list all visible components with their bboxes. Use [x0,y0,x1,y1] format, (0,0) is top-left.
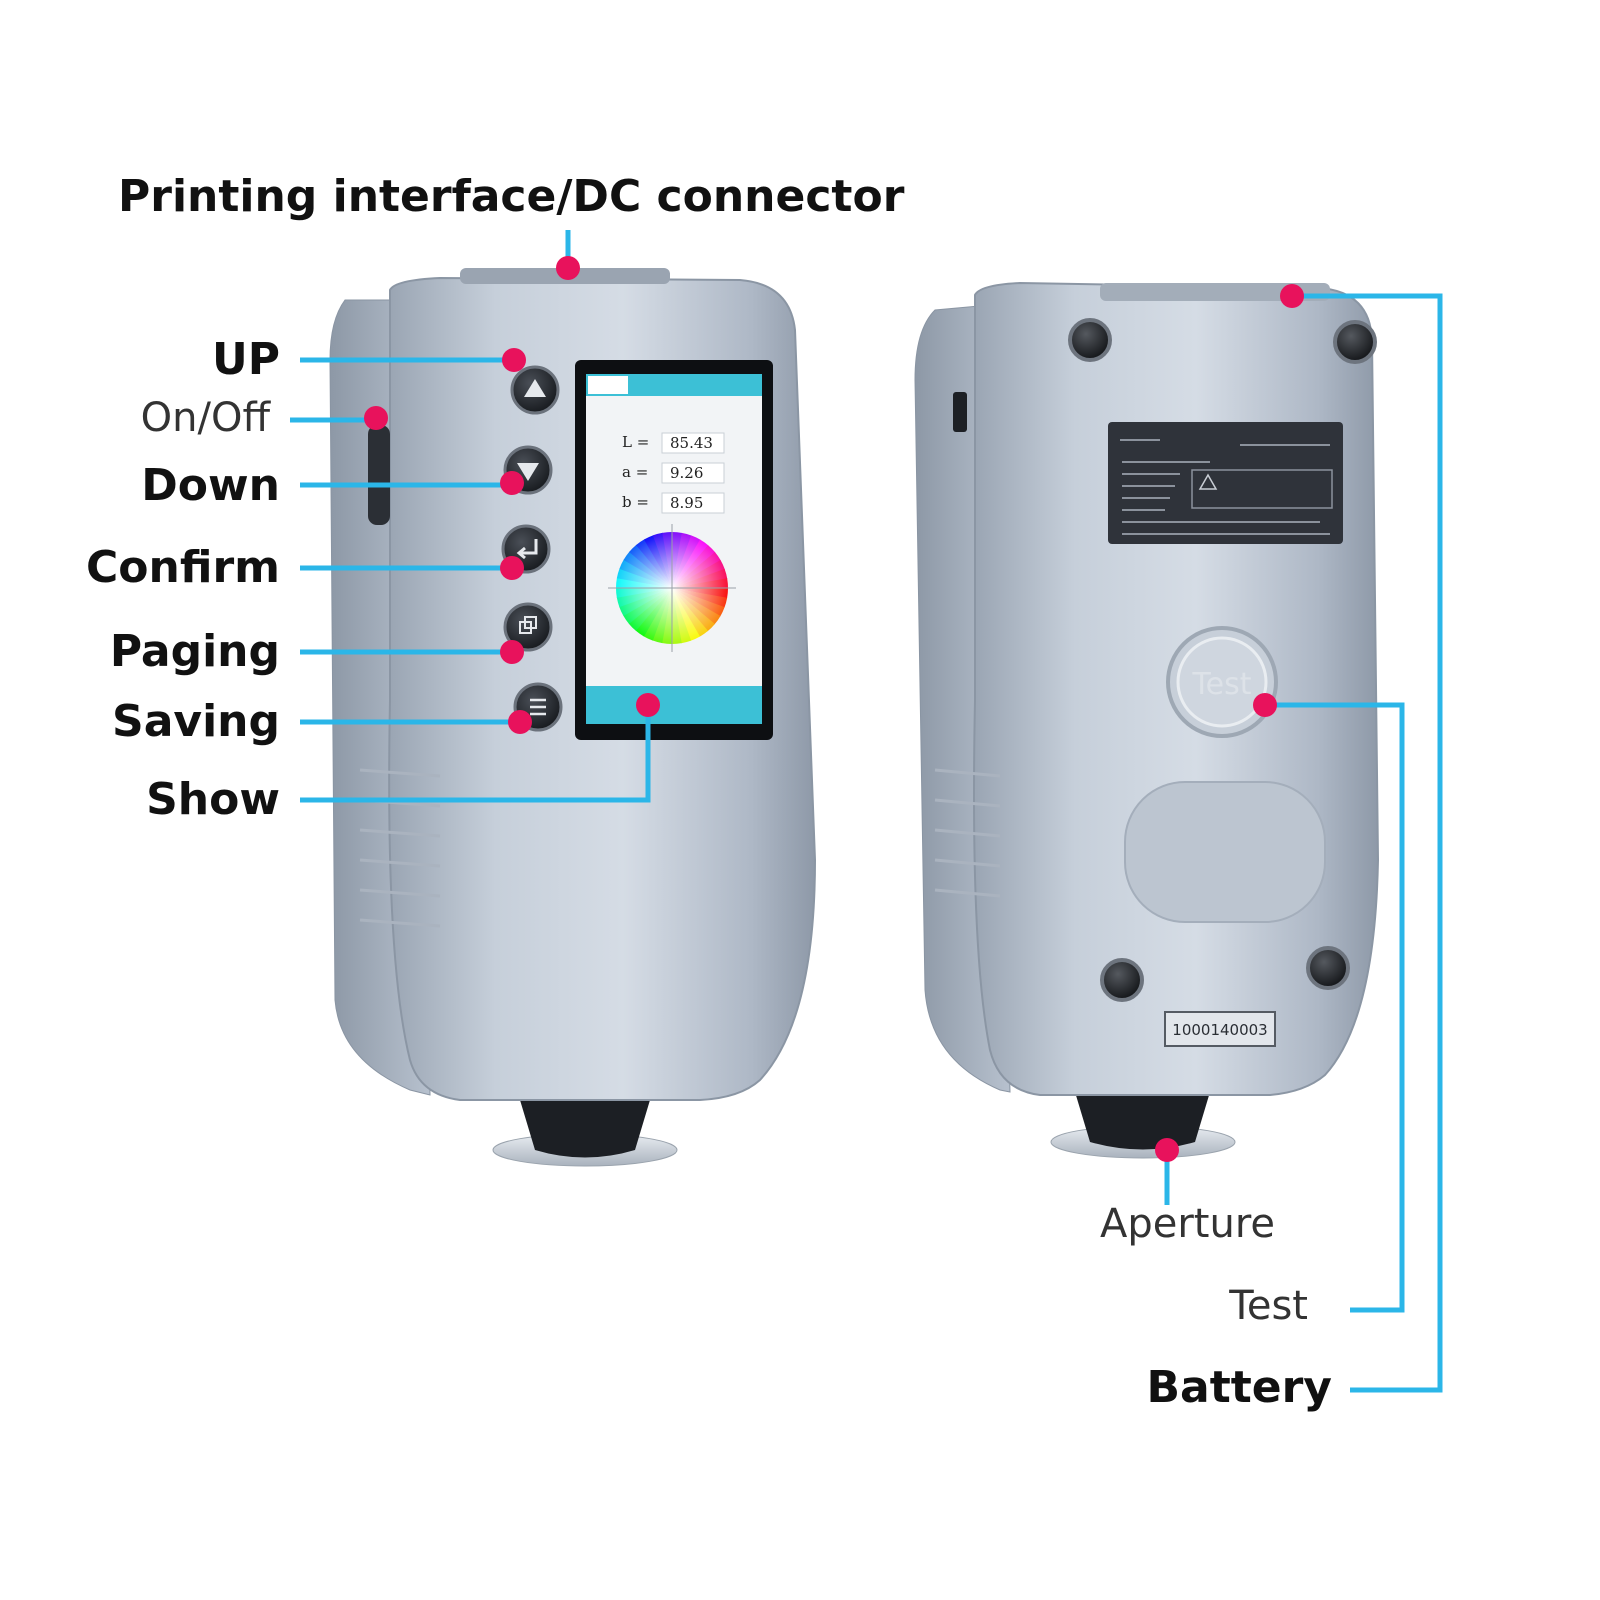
on-off-switch[interactable] [368,425,390,525]
label-up: UP [212,334,280,385]
battery-cover-top [1100,283,1330,301]
leader-lines [290,230,1443,1393]
screen-row-key: b = [622,493,649,511]
pages-icon [519,616,537,634]
front-device: L = 85.43 a = 9.26 b = 8.95 [329,268,817,1167]
leader-show [300,705,651,803]
marker-dot-printing [556,256,580,280]
marker-dot-onoff [364,406,388,430]
screen-row-value: 9.26 [670,464,703,482]
screw-icon [1100,958,1144,1002]
paging-button[interactable] [503,602,553,652]
screen-tab-bar [586,374,762,396]
test-button-text: Test [1191,667,1251,702]
screen-row-l: L = 85.43 [622,432,725,454]
rating-label-plate [1108,422,1343,544]
marker-dot-confirm [500,556,524,580]
triangle-up-icon [524,379,546,397]
marker-dot-down [500,471,524,495]
menu-lines-icon [530,698,546,716]
screen-row-value: 8.95 [670,494,703,512]
leader-battery [1292,293,1443,1393]
marker-dot-test [1253,693,1277,717]
screen-row-a: a = 9.26 [622,462,725,484]
label-test: Test [1229,1283,1308,1329]
screen-row-key: a = [622,463,648,481]
marker-dot-up [502,348,526,372]
marker-dot-battery [1280,284,1304,308]
marker-dot-saving [508,710,532,734]
marker-dot-aperture [1155,1138,1179,1162]
back-side-port [953,392,967,432]
color-wheel-axes [608,524,736,652]
screw-icon [1333,320,1377,364]
screen-status-bar [586,686,762,724]
screw-icon [1306,946,1350,990]
screen-row-key: L = [622,433,649,451]
label-down: Down [141,460,280,511]
front-foot-cone [520,1100,650,1158]
screen-row-b: b = 8.95 [622,492,725,514]
back-device: Test 1000140003 [914,281,1380,1159]
label-saving: Saving [112,696,280,747]
leader-test [1265,702,1405,1313]
back-grip-grooves [934,768,1001,898]
label-show: Show [146,774,280,825]
screen-tab-active [588,376,628,394]
marker-dots [364,256,1304,1162]
serial-number: 1000140003 [1172,1021,1267,1039]
enter-arrow-icon [516,539,538,560]
label-on-off: On/Off [140,395,270,441]
color-wheel [608,524,736,652]
front-grip-grooves [359,768,441,928]
label-printing-interface: Printing interface/DC connector [118,171,905,222]
label-paging: Paging [109,626,280,677]
screw-icon [1068,318,1112,362]
warning-triangle-icon [1198,473,1218,490]
label-confirm: Confirm [85,542,280,593]
up-button[interactable] [510,365,560,415]
triangle-down-icon [517,463,539,481]
marker-dot-paging [500,640,524,664]
label-aperture: Aperture [1100,1201,1276,1247]
label-battery: Battery [1146,1362,1332,1413]
test-button[interactable]: Test [1166,626,1278,738]
back-foot-cone [1075,1092,1210,1150]
back-recess-pad [1124,781,1326,923]
marker-dot-show [636,693,660,717]
screen-row-value: 85.43 [670,434,713,452]
serial-sticker: 1000140003 [1164,1011,1276,1047]
